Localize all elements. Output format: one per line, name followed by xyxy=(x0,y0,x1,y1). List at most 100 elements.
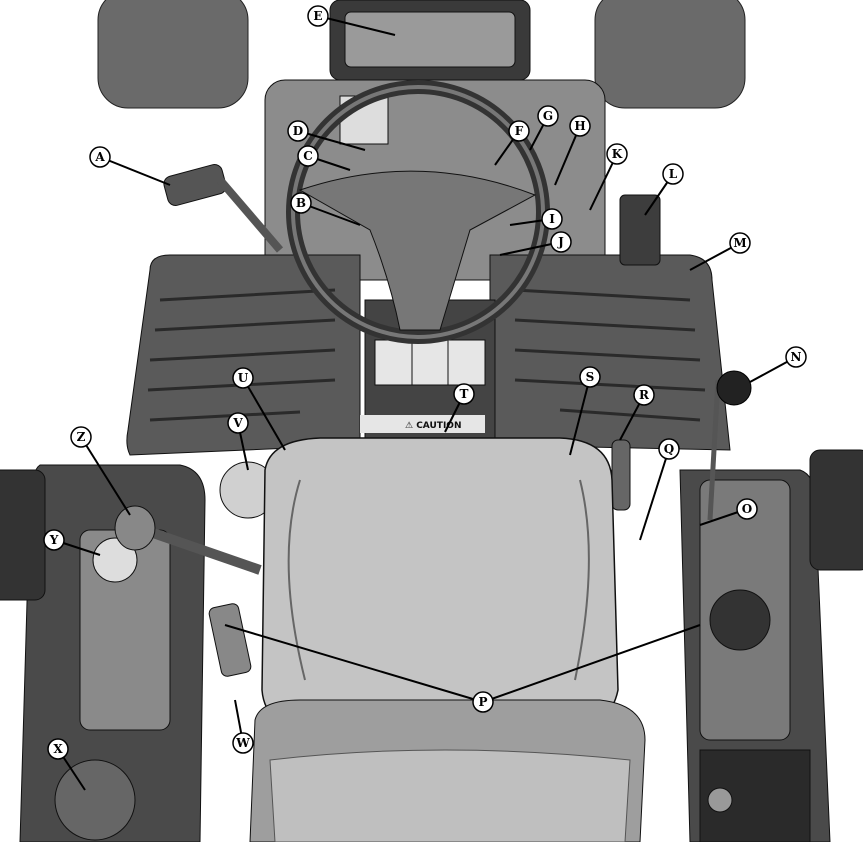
callout-circle xyxy=(729,232,751,254)
callout-circle xyxy=(307,5,329,27)
callout-letter: K xyxy=(612,147,623,161)
right-front-tire xyxy=(594,0,746,109)
loader-joystick-knob xyxy=(716,370,752,406)
leader-line xyxy=(317,15,396,36)
caution-decal xyxy=(360,415,485,433)
callout-x: X xyxy=(47,738,86,791)
callout-letter: G xyxy=(543,109,553,123)
callout-circle xyxy=(290,192,312,214)
left-front-tire xyxy=(97,0,249,109)
callout-circle xyxy=(227,412,249,434)
callout-circle xyxy=(537,105,559,127)
right-fender-panel xyxy=(809,449,863,571)
callout-circle xyxy=(662,163,684,185)
callout-o: O xyxy=(699,498,758,526)
leader-line xyxy=(569,376,591,456)
footplate-treads xyxy=(147,288,706,422)
accelerator-pedal xyxy=(619,194,661,266)
callout-r: R xyxy=(619,384,655,441)
callout-letter: X xyxy=(53,742,63,756)
callout-letter: O xyxy=(742,502,752,516)
callout-letter: S xyxy=(586,370,595,384)
callout-circle xyxy=(47,738,69,760)
callout-p: P xyxy=(224,624,701,713)
leader-line xyxy=(224,624,484,703)
callout-letter: A xyxy=(94,150,105,164)
callout-v: V xyxy=(227,412,249,471)
callout-b: B xyxy=(290,192,361,226)
callout-letter: U xyxy=(238,371,249,385)
callout-l: L xyxy=(644,163,684,216)
callout-letter: W xyxy=(235,736,250,750)
callout-circle xyxy=(606,143,628,165)
callout-n: N xyxy=(749,346,807,383)
callout-letter: D xyxy=(293,124,303,138)
callout-circle xyxy=(232,732,254,754)
callout-circle xyxy=(43,529,65,551)
callout-u: U xyxy=(232,367,286,451)
callout-letter: N xyxy=(791,350,802,364)
callout-letter: J xyxy=(557,235,564,249)
callout-letter: H xyxy=(574,119,585,133)
callout-circle xyxy=(232,367,254,389)
callout-z: Z xyxy=(70,426,131,516)
range-lever-knob xyxy=(114,505,156,551)
callout-circle xyxy=(287,120,309,142)
safety-decals xyxy=(374,339,486,386)
callout-h: H xyxy=(554,115,591,186)
instrument-cluster xyxy=(344,11,516,68)
callout-circle xyxy=(785,346,807,368)
callout-e: E xyxy=(307,5,396,36)
callout-circle xyxy=(472,691,494,713)
leader-line xyxy=(297,130,366,151)
caution-text: ⚠ CAUTION xyxy=(405,421,461,431)
callout-m: M xyxy=(689,232,751,271)
seat-back xyxy=(261,437,619,736)
callout-circle xyxy=(297,145,319,167)
leader-line xyxy=(639,448,670,541)
callout-circle xyxy=(70,426,92,448)
callout-g: G xyxy=(529,105,559,151)
callout-circle xyxy=(508,120,530,142)
callout-letter: R xyxy=(639,388,650,402)
callout-letter: B xyxy=(296,196,306,210)
callout-circle xyxy=(453,383,475,405)
callout-circle xyxy=(633,384,655,406)
callout-y: Y xyxy=(43,529,101,556)
callout-k: K xyxy=(589,143,628,211)
callout-letter: C xyxy=(303,149,313,163)
callout-letter: Y xyxy=(49,533,59,547)
callout-letter: Q xyxy=(664,442,674,456)
callout-w: W xyxy=(232,699,254,754)
pto-switch xyxy=(92,537,138,583)
callout-a: A xyxy=(89,146,171,186)
callout-circle xyxy=(569,115,591,137)
callout-q: Q xyxy=(639,438,680,541)
steering-wheel-hub xyxy=(298,170,537,331)
callout-letter: T xyxy=(460,387,469,401)
callout-letter: F xyxy=(515,124,524,138)
leader-line xyxy=(80,436,131,516)
callout-letter: Z xyxy=(77,430,86,444)
callout-s: S xyxy=(569,366,601,456)
callout-d: D xyxy=(287,120,366,151)
callout-circle xyxy=(541,208,563,230)
callout-circle xyxy=(550,231,572,253)
fuel-cap xyxy=(54,759,136,841)
leader-line xyxy=(99,156,171,186)
callout-letter: E xyxy=(313,9,322,23)
callout-circle xyxy=(736,498,758,520)
callout-c: C xyxy=(297,145,351,171)
callout-letter: I xyxy=(549,212,555,226)
leader-line xyxy=(242,377,286,451)
callout-letter: V xyxy=(232,416,243,430)
rockshaft-knob xyxy=(709,589,771,651)
callout-circle xyxy=(579,366,601,388)
callout-letter: P xyxy=(478,695,487,709)
callout-j: J xyxy=(499,231,572,256)
left-fender-panel xyxy=(0,469,46,601)
throttle-lever xyxy=(611,439,631,511)
seat-adjust-lever xyxy=(208,603,252,677)
